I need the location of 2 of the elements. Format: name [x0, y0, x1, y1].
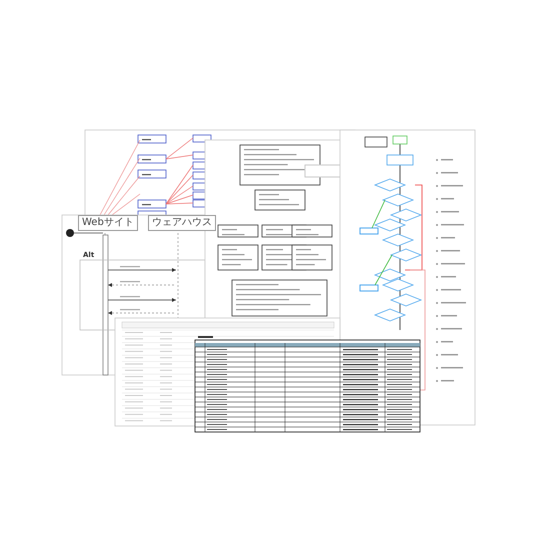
- lifeline-box: Webサイト: [78, 215, 138, 231]
- lifeline-box: ウェアハウス: [148, 215, 216, 231]
